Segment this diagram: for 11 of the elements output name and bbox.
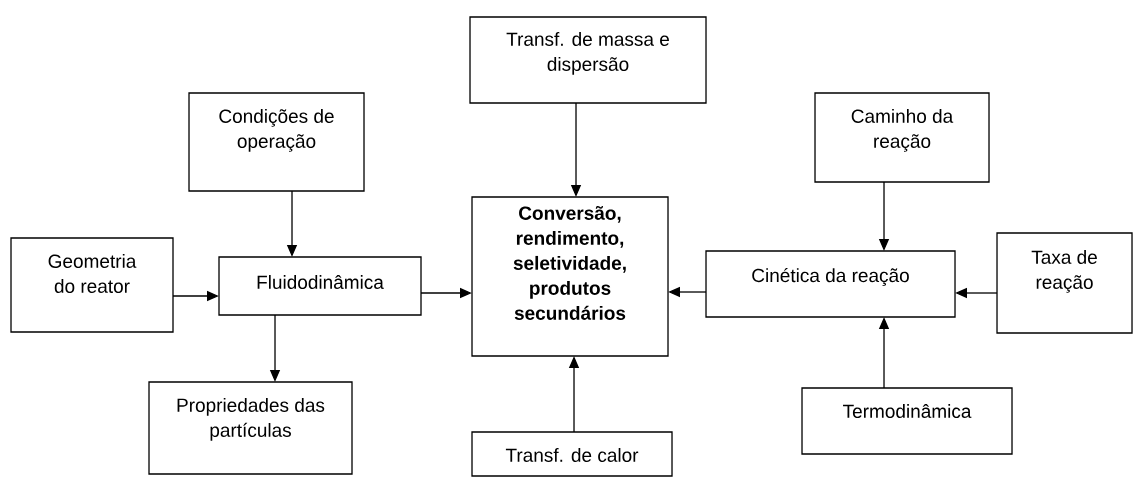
- process-box: Geometria do reator: [10, 237, 174, 333]
- process-box: Fluidodinâmica: [218, 256, 422, 316]
- process-box: Propriedades das partículas: [148, 381, 353, 475]
- process-box: Transf. de calor: [471, 431, 673, 477]
- process-box: Condições de operação: [188, 92, 365, 192]
- process-box: Caminho da reação: [814, 92, 990, 183]
- process-box: Transf. de massa e dispersão: [469, 16, 707, 104]
- process-box: Taxa de reação: [996, 232, 1133, 334]
- result-box: Conversão, rendimento, seletividade, produtos secundários: [471, 196, 669, 357]
- process-box: Cinética da reação: [705, 250, 956, 318]
- process-box: Termodinâmica: [801, 387, 1013, 455]
